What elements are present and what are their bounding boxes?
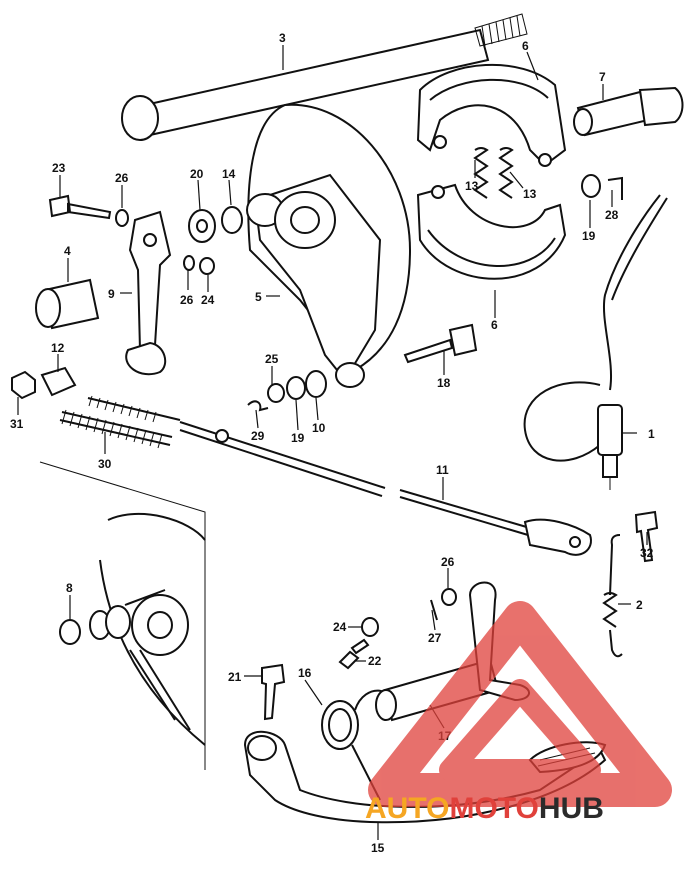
callout-11: 11 [436,463,449,477]
callout-26c: 26 [441,555,455,569]
part-washer-20 [188,209,216,243]
callout-15: 15 [371,841,385,855]
watermark-text: AUTOMOTOHUB [365,792,604,825]
callout-27: 27 [428,631,442,645]
callout-5: 5 [255,290,262,304]
part-washer-10 [305,370,327,398]
callout-14: 14 [222,167,236,181]
callout-13a: 13 [465,179,479,193]
part-pin-27 [430,599,438,621]
part-spring-13b [498,147,514,199]
part-axle [121,13,528,141]
callout-4: 4 [64,244,71,258]
part-washer-26b [183,255,195,271]
part-nut-24a [199,257,215,275]
callout-9: 9 [108,287,115,301]
callout-26a: 26 [115,171,129,185]
part-washer-26a [115,209,129,227]
callout-31: 31 [10,417,24,431]
part-bolt-21 [261,663,286,721]
watermark-auto: AUTO [365,792,449,825]
callout-1: 1 [648,427,655,441]
callout-8: 8 [66,581,73,595]
callout-2: 2 [636,598,643,612]
callout-10: 10 [312,421,326,435]
part-pin-29 [247,400,269,412]
callout-22: 22 [368,654,382,668]
callout-3: 3 [279,31,286,45]
part-spring-13a [473,147,489,199]
callout-26b: 26 [180,293,194,307]
part-spring-2 [602,534,623,658]
part-washer-14 [221,206,243,234]
part-nut-31 [11,370,36,400]
callout-6a: 6 [522,39,529,53]
part-nut-24b [361,617,379,637]
part-bolt-18 [403,323,478,364]
watermark-hub: HUB [539,792,604,825]
part-joint-12 [40,366,77,397]
part-spring-30 [59,395,181,449]
part-brake-shoe-lower [416,183,567,280]
watermark-logo [368,601,672,807]
part-washer-19b [286,376,306,400]
part-pin-28 [607,176,623,200]
callout-6b: 6 [491,318,498,332]
part-brake-shoe-upper [416,63,567,167]
callout-23: 23 [52,161,66,175]
callout-labels: 1 2 3 4 5 6 6 7 8 9 10 11 12 13 13 14 15… [10,31,655,855]
callout-32: 32 [640,546,654,560]
svg-text:AUTOMOTOHUB: AUTOMOTOHUB [365,792,604,825]
part-bolt-22 [338,638,370,670]
callout-20: 20 [190,167,204,181]
part-collar [35,278,100,330]
part-brake-cam [573,86,684,137]
inset-panel [39,461,206,770]
leader-lines [17,45,648,840]
callout-18: 18 [437,376,451,390]
part-nut-25 [267,383,285,403]
part-brake-panel [246,103,412,388]
part-brake-arm [125,210,172,376]
watermark-moto: MOTO [449,792,538,825]
callout-25: 25 [265,352,279,366]
part-stop-switch [523,194,668,490]
callout-16: 16 [298,666,312,680]
callout-24a: 24 [201,293,215,307]
callout-29: 29 [251,429,265,443]
callout-21: 21 [228,670,242,684]
callout-28: 28 [605,208,619,222]
part-washer-19a [581,174,601,198]
callout-12: 12 [51,341,65,355]
callout-19a: 19 [582,229,596,243]
callout-24b: 24 [333,620,347,634]
callout-30: 30 [98,457,112,471]
callout-19b: 19 [291,431,305,445]
part-washer-26c [441,588,457,606]
part-bolt-23 [48,194,112,220]
callout-13b: 13 [523,187,537,201]
callout-7: 7 [599,70,606,84]
part-brake-rod [179,421,592,556]
